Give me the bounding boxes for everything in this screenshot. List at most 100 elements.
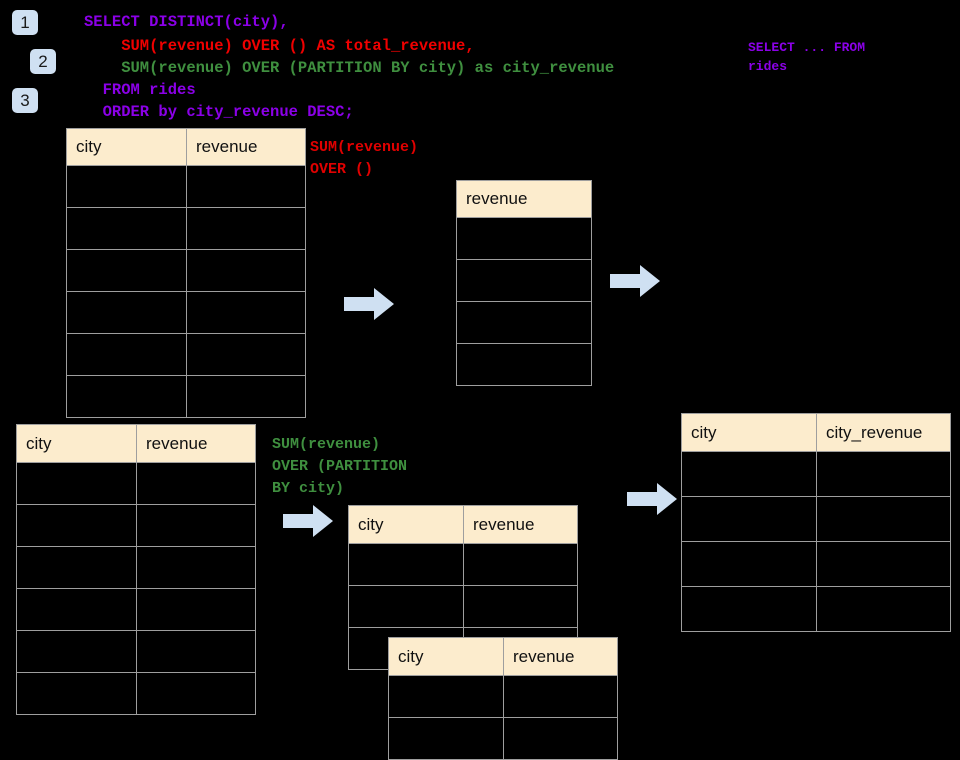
- table-row: [348, 585, 578, 628]
- table-cell: [16, 630, 137, 673]
- table-cell: [186, 291, 306, 334]
- table-row: [456, 301, 592, 344]
- table-row: [456, 217, 592, 260]
- column-header-revenue: revenue: [463, 505, 578, 544]
- rides-source-table: city revenue: [66, 128, 306, 418]
- table-row: [16, 672, 256, 715]
- table-cell: [503, 675, 618, 718]
- table-cell: [463, 585, 578, 628]
- table-cell: [66, 291, 187, 334]
- table-cell: [186, 249, 306, 292]
- rides-source-table-partitioned: city revenue: [16, 424, 256, 715]
- arrow-rides-to-partition: [283, 505, 333, 537]
- column-header-city: city: [388, 637, 504, 676]
- step-badge-1: 1: [12, 10, 38, 35]
- city-revenue-result-table: city city_revenue: [681, 413, 951, 632]
- table-header-row: city revenue: [348, 505, 578, 544]
- table-cell: [681, 586, 817, 632]
- table-cell: [816, 451, 951, 497]
- table-cell: [136, 546, 256, 589]
- table-cell: [16, 462, 137, 505]
- arrow-total-to-result: [610, 265, 660, 297]
- table-body: [16, 462, 256, 715]
- table-cell: [681, 451, 817, 497]
- table-row: [66, 375, 306, 418]
- table-cell: [16, 672, 137, 715]
- table-cell: [681, 541, 817, 587]
- table-header-row: city city_revenue: [681, 413, 951, 452]
- table-row: [66, 291, 306, 334]
- table-cell: [186, 333, 306, 376]
- total-revenue-table: revenue: [456, 180, 592, 386]
- table-header-row: revenue: [456, 180, 592, 218]
- table-cell: [816, 586, 951, 632]
- table-header-row: city revenue: [66, 128, 306, 166]
- table-row: [66, 165, 306, 208]
- table-header-row: city revenue: [16, 424, 256, 463]
- table-cell: [66, 375, 187, 418]
- table-cell: [388, 717, 504, 760]
- table-cell: [816, 496, 951, 542]
- table-cell: [816, 541, 951, 587]
- table-cell: [681, 496, 817, 542]
- table-cell: [186, 375, 306, 418]
- sql-line-city-revenue: SUM(revenue) OVER (PARTITION BY city) as…: [84, 59, 615, 77]
- column-header-revenue: revenue: [456, 180, 592, 218]
- column-header-city: city: [348, 505, 464, 544]
- step-badge-3: 3: [12, 88, 38, 113]
- column-header-revenue: revenue: [186, 128, 306, 166]
- table-row: [681, 451, 951, 497]
- table-body: [456, 217, 592, 386]
- column-header-city: city: [681, 413, 817, 452]
- annotation-sum-over-empty: SUM(revenue) OVER (): [310, 139, 419, 178]
- table-cell: [456, 259, 592, 302]
- table-cell: [456, 217, 592, 260]
- column-header-city-revenue: city_revenue: [816, 413, 951, 452]
- table-cell: [186, 165, 306, 208]
- table-row: [681, 586, 951, 632]
- table-row: [16, 630, 256, 673]
- sql-line-total-revenue: SUM(revenue) OVER () AS total_revenue,: [84, 37, 475, 55]
- table-cell: [16, 504, 137, 547]
- table-cell: [388, 675, 504, 718]
- callout-select-from-rides-line2: rides: [748, 59, 788, 74]
- table-cell: [136, 588, 256, 631]
- table-row: [456, 343, 592, 386]
- column-header-revenue: revenue: [503, 637, 618, 676]
- table-cell: [136, 672, 256, 715]
- table-row: [66, 249, 306, 292]
- column-header-revenue: revenue: [136, 424, 256, 463]
- table-row: [348, 543, 578, 586]
- table-cell: [348, 585, 464, 628]
- table-cell: [66, 207, 187, 250]
- table-cell: [66, 249, 187, 292]
- table-header-row: city revenue: [388, 637, 618, 676]
- sql-line-select: SELECT DISTINCT(city),: [84, 13, 289, 31]
- table-row: [16, 588, 256, 631]
- table-row: [456, 259, 592, 302]
- table-row: [16, 462, 256, 505]
- table-cell: [348, 543, 464, 586]
- table-body: [388, 675, 618, 760]
- sql-line-from: FROM rides: [84, 81, 196, 99]
- table-cell: [456, 343, 592, 386]
- step-badge-2: 2: [30, 49, 56, 74]
- table-cell: [66, 165, 187, 208]
- table-cell: [16, 546, 137, 589]
- table-cell: [503, 717, 618, 760]
- table-row: [681, 541, 951, 587]
- table-body: [66, 165, 306, 418]
- table-cell: [136, 462, 256, 505]
- annotation-sum-over-partition: SUM(revenue) OVER (PARTITION BY city): [272, 436, 408, 497]
- table-body: [681, 451, 951, 632]
- table-row: [16, 546, 256, 589]
- table-cell: [456, 301, 592, 344]
- table-cell: [66, 333, 187, 376]
- table-row: [388, 675, 618, 718]
- partition-group-table-front: city revenue: [388, 637, 618, 760]
- arrow-partition-to-result: [627, 483, 677, 515]
- arrow-rides-to-total: [344, 288, 394, 320]
- table-row: [66, 333, 306, 376]
- table-row: [388, 717, 618, 760]
- table-row: [66, 207, 306, 250]
